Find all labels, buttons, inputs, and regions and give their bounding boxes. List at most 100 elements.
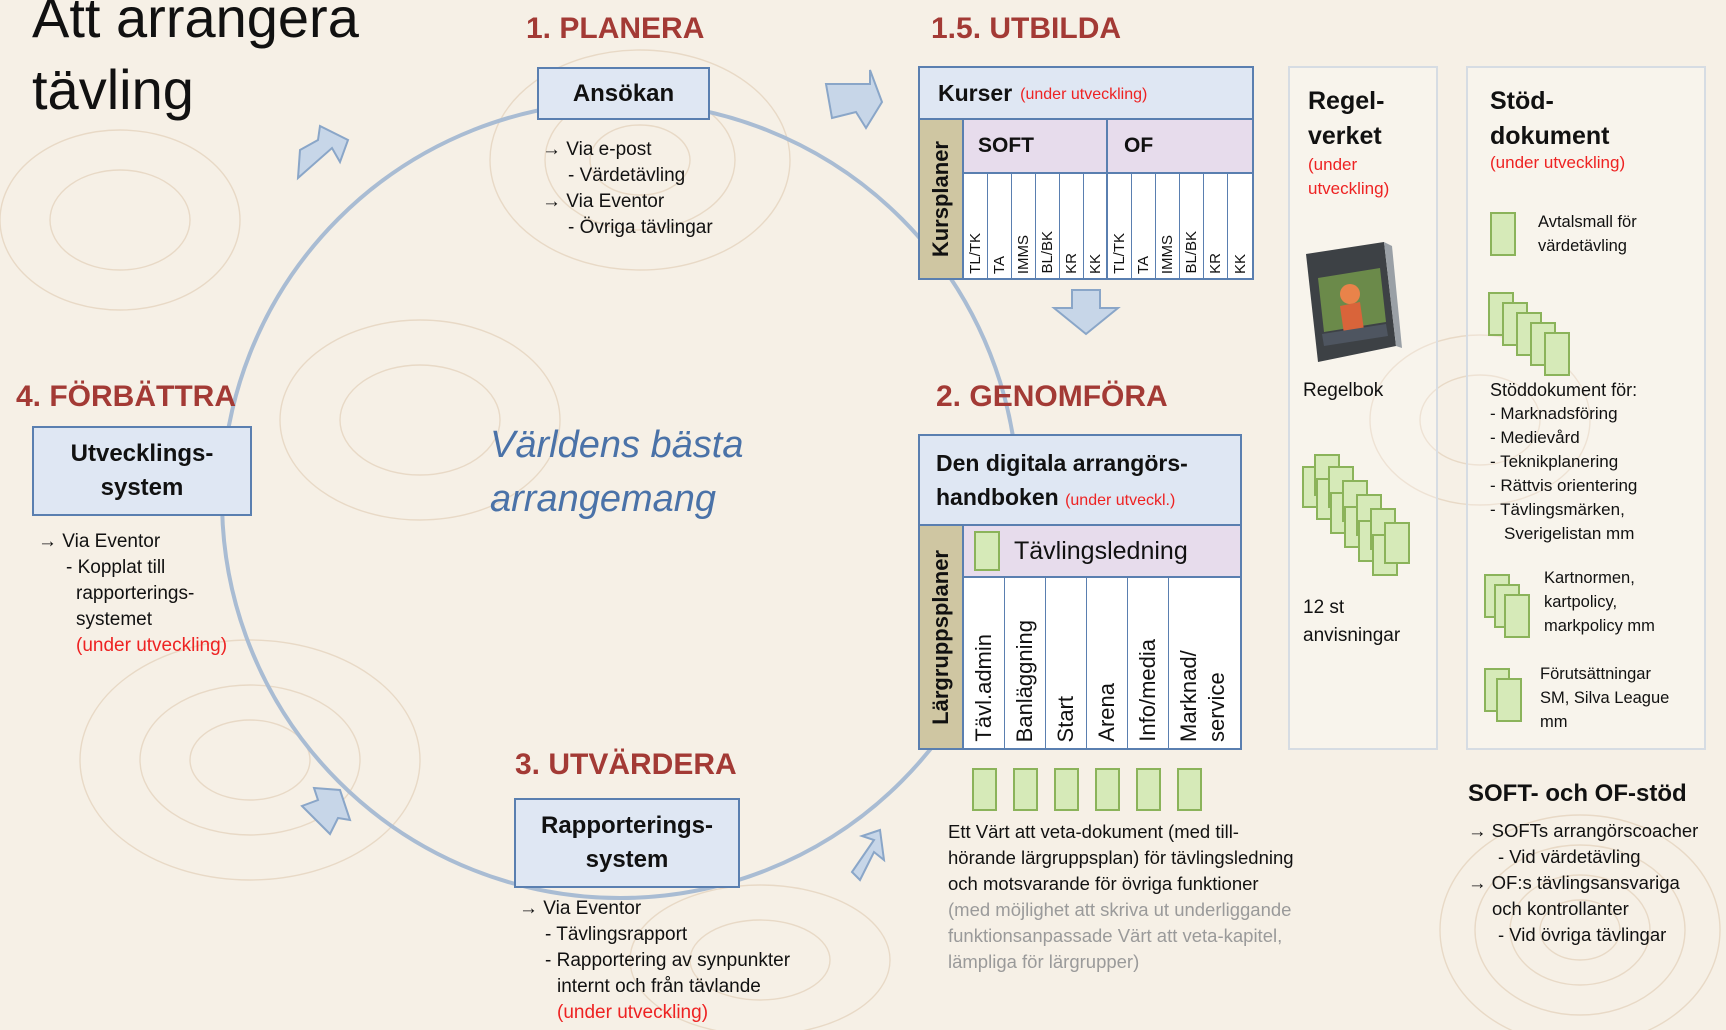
regelbok-label: Regelbok (1303, 380, 1384, 401)
document-icon (1054, 768, 1079, 811)
cycle-arrow-top-right (824, 69, 884, 130)
kurser-columns: TL/TK TA IMMS BL/BK KR KK TL/TK TA IMMS … (964, 174, 1252, 278)
handbok-desc-line: och motsvarande för övriga funktioner (948, 873, 1259, 894)
rapporteringssystem-box: Rapporterings- system (514, 798, 740, 888)
kursplaner-side: Kursplaner (920, 120, 964, 278)
document-icon (1384, 522, 1410, 564)
document-icon (1504, 594, 1530, 638)
stod-title-line-1: Stöd- (1490, 87, 1554, 115)
kart-line: markpolicy mm (1544, 617, 1655, 635)
kurs-col: BL/BK (1039, 231, 1056, 274)
group-of: OF (1124, 134, 1154, 157)
regelverket-note-line-2: utveckling) (1308, 179, 1390, 198)
stod-heading: Stöddokument för: (1490, 380, 1638, 400)
cycle-arrow-bottom-right (850, 828, 886, 882)
kursplaner-label: Kursplaner (928, 140, 953, 258)
utvecklingssystem-line-2: system (100, 474, 184, 501)
soft-of-line: - Vid värdetävling (1498, 846, 1641, 867)
avtal-label: Avtalsmall för värdetävling (1538, 210, 1637, 258)
tavlingsledning-label: Tävlingsledning (1014, 536, 1188, 565)
center-text-line-2: arrangemang (490, 478, 717, 520)
ansokan-line: - Värdetävling (568, 165, 686, 186)
handbok-columns: Tävl.admin Banläggning Start Arena Info/… (964, 578, 1240, 748)
kurser-note: (under utveckling) (1020, 86, 1148, 103)
forut-line: mm (1540, 713, 1568, 731)
kurs-col: TA (991, 255, 1008, 274)
utvardera-line: → Via Eventor (519, 898, 642, 919)
forbattra-note: (under utveckling) (76, 635, 228, 656)
handbok-col: Marknad/ service (1175, 650, 1229, 742)
handbok-title-line-1: Den digitala arrangörs- (936, 450, 1188, 476)
handbok-col: Start (1053, 695, 1078, 742)
handbok-desc-line: Ett Värt att veta-dokument (med till- (948, 821, 1239, 842)
stod-item: - Tävlingsmärken, (1490, 500, 1625, 519)
tavlingsledning-row: Tävlingsledning (964, 526, 1240, 578)
forbattra-line: rapporterings- (76, 583, 195, 604)
kurser-header: Kurser (under utveckling) (920, 68, 1252, 120)
stod-item: - Rättvis orientering (1490, 476, 1638, 495)
anvisningar-line-2: anvisningar (1303, 625, 1401, 646)
utvardera-details: → Via Eventor - Tävlingsrapport - Rappor… (519, 896, 790, 1026)
kurs-col: KR (1207, 253, 1224, 274)
handbok-header: Den digitala arrangörs- handboken (under… (920, 436, 1240, 526)
anvisningar-stack (1302, 454, 1422, 594)
kurser-down-arrow (1051, 289, 1121, 336)
handbok-desc-grey-line: lämpliga för lärgrupper) (948, 951, 1140, 972)
forut-line: SM, Silva League (1540, 689, 1670, 707)
stod-item: - Teknikplanering (1490, 452, 1619, 471)
kurs-col: KR (1063, 253, 1080, 274)
kurser-title: Kurser (938, 79, 1013, 106)
anvisningar-label: 12 st anvisningar (1303, 594, 1400, 650)
regelbok-book-icon (1306, 242, 1402, 362)
handbok-title-line-2: handboken (936, 484, 1059, 510)
cycle-arrow-top-left (296, 124, 350, 181)
page-title: Att arrangera tävling (32, 0, 359, 126)
stod-item: Sverigelistan mm (1504, 524, 1635, 543)
kart-label: Kartnormen, kartpolicy, markpolicy mm (1544, 566, 1655, 638)
document-icon (1136, 768, 1161, 811)
utvecklingssystem-box: Utvecklings- system (32, 426, 252, 516)
handbok-doc-row (972, 768, 1202, 811)
cycle-arrow-bottom-left (300, 786, 352, 836)
kurs-col: TL/TK (1111, 233, 1128, 274)
stod-title-line-2: dokument (1490, 122, 1610, 150)
document-icon (972, 768, 997, 811)
forut-doc-stack (1484, 668, 1544, 728)
handbok-desc-line: hörande lärgruppsplan) för tävlingsledni… (948, 847, 1294, 868)
group-soft: SOFT (964, 120, 1108, 172)
rapporteringssystem-line-1: Rapporterings- (540, 812, 713, 839)
center-text-line-1: Världens bästa (490, 424, 744, 466)
handbok-block: Den digitala arrangörs- handboken (under… (918, 434, 1242, 750)
utvardera-note: (under utveckling) (557, 1002, 709, 1023)
largruppsplaner-label: Lärgruppsplaner (928, 549, 953, 725)
ansokan-line: → Via Eventor (542, 191, 665, 212)
handbok-col: Banläggning (1012, 619, 1037, 742)
handbok-col: Info/media (1135, 639, 1160, 742)
ansokan-details: → Via e-post - Värdetävling → Via Evento… (542, 137, 713, 241)
soft-of-details: → SOFTs arrangörscoacher - Vid värdetävl… (1468, 818, 1698, 948)
document-icon (1490, 212, 1516, 256)
avtal-line-2: värdetävling (1538, 237, 1627, 255)
document-icon (1013, 768, 1038, 811)
stod-item: - Marknadsföring (1490, 404, 1618, 423)
regelverket-panel (1288, 66, 1438, 750)
kurs-col: IMMS (1159, 234, 1176, 274)
ansokan-line: → Via e-post (542, 139, 652, 160)
kurs-col: TL/TK (967, 233, 984, 274)
kurs-col: TA (1135, 255, 1152, 274)
forut-line: Förutsättningar (1540, 665, 1651, 683)
stod-doc-stack (1488, 292, 1598, 382)
title-line-2: tävling (32, 58, 194, 121)
handbok-desc-grey-line: funktionsanpassade Värt att veta-kapitel… (948, 925, 1283, 946)
kurser-block: Kurser (under utveckling) Kursplaner SOF… (918, 66, 1254, 280)
phase-planera-heading: 1. PLANERA (526, 12, 705, 45)
kart-doc-stack (1484, 574, 1544, 644)
phase-forbattra-heading: 4. FÖRBÄTTRA (16, 380, 236, 413)
regelverket-title-line-2: verket (1308, 122, 1382, 150)
phase-utbilda-heading: 1.5. UTBILDA (931, 12, 1122, 45)
forbattra-line: → Via Eventor (38, 531, 161, 552)
soft-of-line: → OF:s tävlingsansvariga (1468, 872, 1680, 893)
document-icon (1544, 332, 1570, 376)
utvardera-line: internt och från tävlande (557, 976, 761, 997)
document-icon (1095, 768, 1120, 811)
